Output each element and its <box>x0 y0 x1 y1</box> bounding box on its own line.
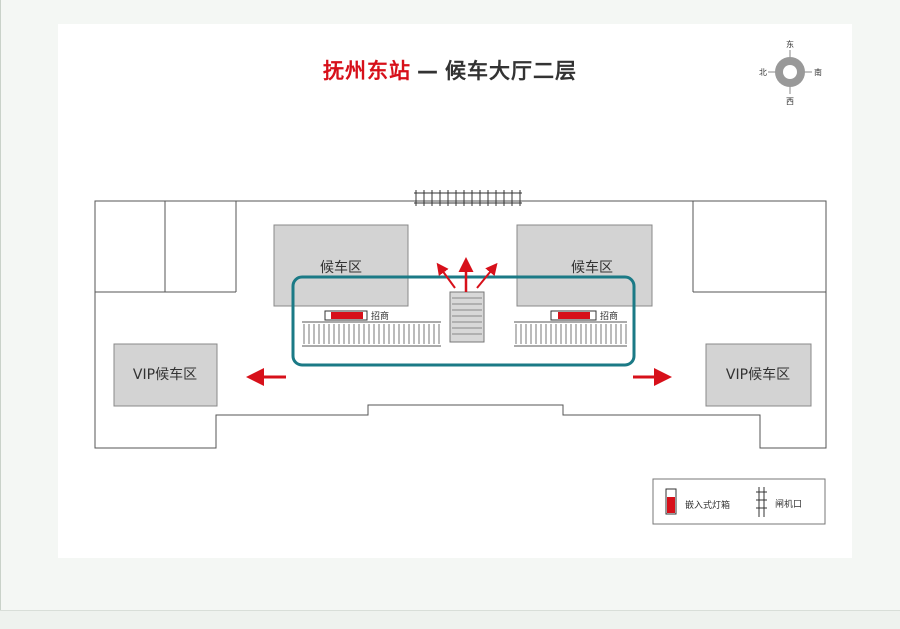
right-room <box>692 201 826 293</box>
page-left-border <box>0 0 1 628</box>
vip-zone-left[interactable] <box>113 343 218 407</box>
legend-lightbox-label: 嵌入式灯箱 <box>685 499 730 511</box>
lightbox-right-label: 招商 <box>600 310 618 322</box>
gate-row-left <box>302 321 441 347</box>
legend-gate-icon <box>756 487 767 517</box>
title-separator: — <box>417 59 439 83</box>
waiting-zone-right[interactable] <box>516 224 653 307</box>
highlight-region <box>291 275 636 367</box>
vip-zone-right-label: VIP候车区 <box>726 366 790 383</box>
compass-west-label: 西 <box>786 97 794 106</box>
lightbox-left[interactable]: 招商 <box>324 310 389 322</box>
building-outline <box>94 200 827 449</box>
legend: 嵌入式灯箱 闸机口 <box>652 478 826 525</box>
legend-gate-label: 闸机口 <box>775 498 802 510</box>
station-name: 抚州东站 <box>323 59 411 83</box>
floor-name: 候车大厅二层 <box>445 59 577 83</box>
map-canvas <box>58 24 852 558</box>
page-bottom-strip <box>0 610 900 629</box>
waiting-zone-right-label: 候车区 <box>571 259 613 276</box>
vip-zone-left-label: VIP候车区 <box>133 366 197 383</box>
vip-zone-right[interactable] <box>705 343 812 407</box>
compass-south-label: 南 <box>814 67 822 77</box>
top-gate-bank <box>414 190 522 206</box>
left-rooms <box>95 201 237 293</box>
waiting-zone-left[interactable] <box>273 224 409 307</box>
lightbox-left-label: 招商 <box>371 310 389 322</box>
compass-east-label: 东 <box>786 39 794 49</box>
page-title: 抚州东站—候车大厅二层 <box>0 55 900 85</box>
escalator <box>449 291 485 343</box>
compass-north-label: 北 <box>759 68 767 77</box>
up-arrows-icon <box>436 257 498 292</box>
compass-icon: 东 西 北 南 <box>759 39 822 106</box>
waiting-zone-left-label: 候车区 <box>320 259 362 276</box>
gate-row-right <box>514 321 627 347</box>
lightbox-right[interactable]: 招商 <box>550 310 618 322</box>
